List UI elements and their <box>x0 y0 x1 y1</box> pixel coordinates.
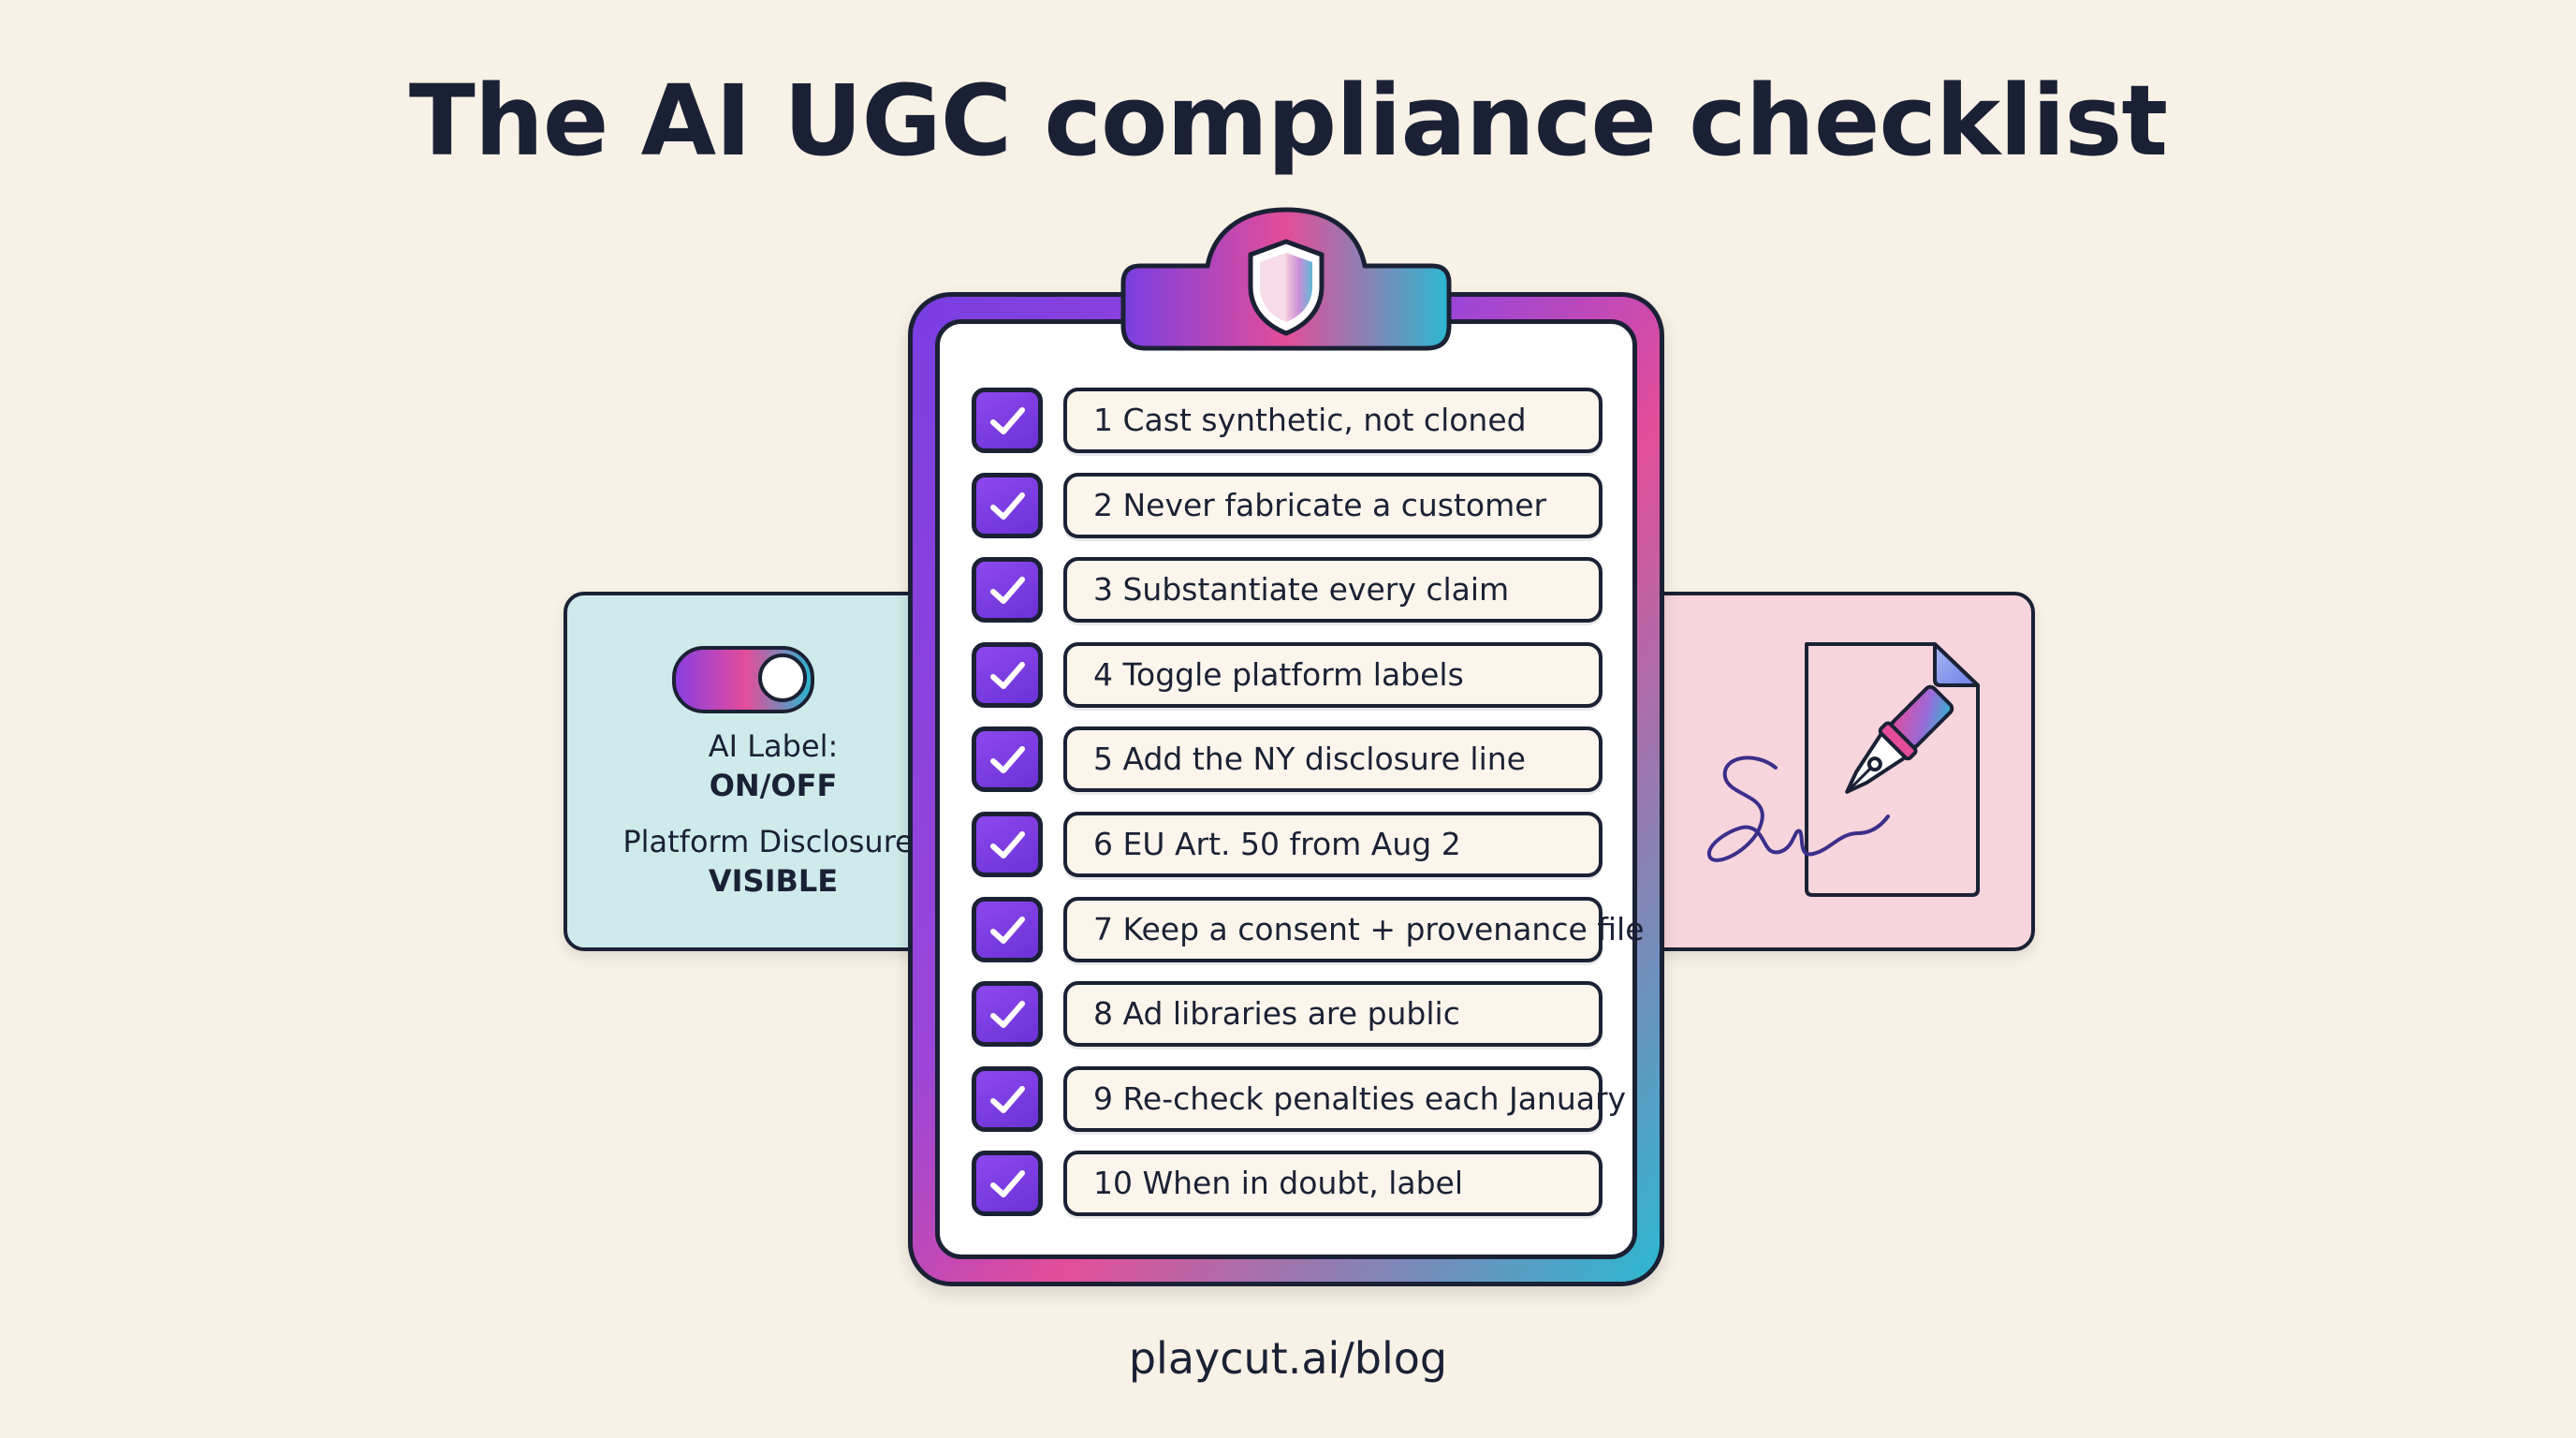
checklist-item-label: 1 Cast synthetic, not cloned <box>1063 388 1603 453</box>
checkmark-icon <box>990 492 1025 520</box>
checkbox[interactable] <box>972 897 1043 962</box>
checkbox[interactable] <box>972 1151 1043 1216</box>
checkbox[interactable] <box>972 642 1043 708</box>
signed-document-panel <box>1601 592 2035 951</box>
shield-icon <box>1248 239 1325 336</box>
platform-disclosure-value: VISIBLE <box>708 863 839 899</box>
checkmark-icon <box>990 1170 1025 1197</box>
checkmark-icon <box>990 407 1025 434</box>
checklist-item-label: 10 When in doubt, label <box>1063 1151 1603 1216</box>
checkbox[interactable] <box>972 726 1043 792</box>
checkmark-icon <box>990 1001 1025 1028</box>
checkmark-icon <box>990 917 1025 944</box>
ai-label-caption: AI Label: <box>708 728 839 764</box>
signed-document-icon <box>1706 642 1980 897</box>
page-title: The AI UGC compliance checklist <box>408 64 2168 178</box>
checkbox[interactable] <box>972 557 1043 623</box>
checklist-item-label: 3 Substantiate every claim <box>1063 557 1603 623</box>
toggle-knob <box>758 653 807 702</box>
checklist-item-label: 7 Keep a consent + provenance file <box>1063 897 1645 962</box>
checkbox[interactable] <box>972 812 1043 877</box>
checklist-item-label: 8 Ad libraries are public <box>1063 981 1603 1047</box>
checkbox[interactable] <box>972 388 1043 453</box>
checkmark-icon <box>990 746 1025 773</box>
footer-url[interactable]: playcut.ai/blog <box>1128 1333 1448 1384</box>
checkmark-icon <box>990 662 1025 689</box>
clipboard-clip <box>1120 207 1452 351</box>
checkbox[interactable] <box>972 473 1043 538</box>
checkmark-icon <box>990 831 1025 858</box>
checklist-item-label: 5 Add the NY disclosure line <box>1063 726 1603 792</box>
checkmark-icon <box>990 577 1025 604</box>
checklist-item-label: 6 EU Art. 50 from Aug 2 <box>1063 812 1603 877</box>
ai-label-toggle[interactable] <box>672 646 814 713</box>
checkbox[interactable] <box>972 981 1043 1047</box>
ai-label-value: ON/OFF <box>709 768 838 803</box>
checkmark-icon <box>990 1086 1025 1113</box>
checklist-item-label: 2 Never fabricate a customer <box>1063 473 1603 538</box>
checklist-item-label: 4 Toggle platform labels <box>1063 642 1603 708</box>
checkbox[interactable] <box>972 1066 1043 1132</box>
checklist-item-label: 9 Re-check penalties each January <box>1063 1066 1626 1132</box>
platform-disclosure-caption: Platform Disclosure: <box>622 824 924 859</box>
